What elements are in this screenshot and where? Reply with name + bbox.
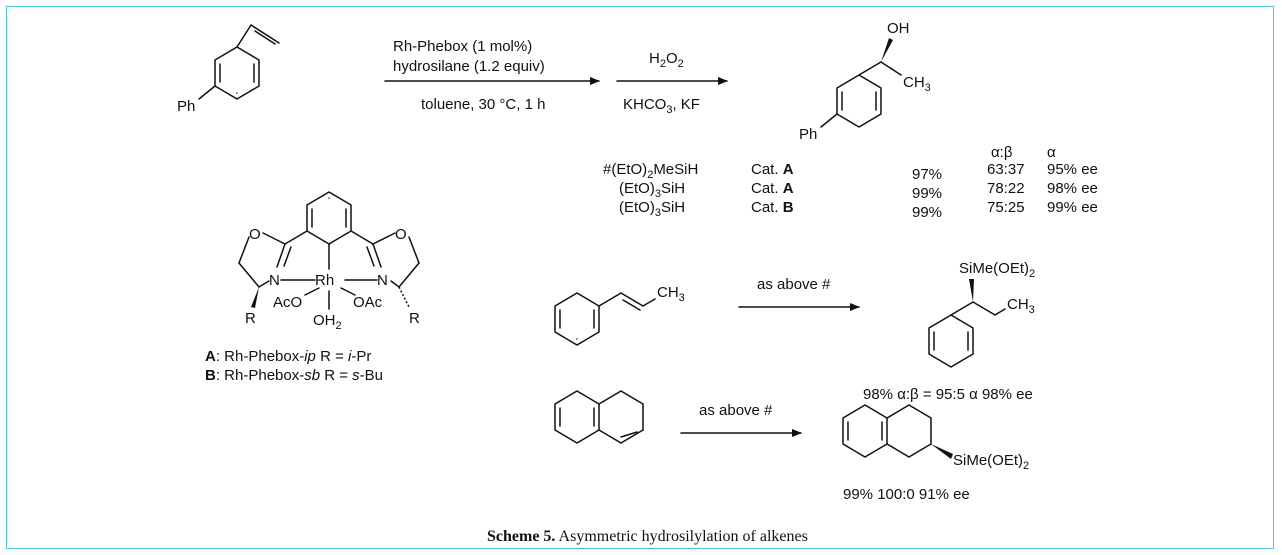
acetate-left: AcO	[273, 294, 302, 311]
oxygen-right: O	[395, 226, 407, 243]
row1-catalyst: Cat. A	[751, 161, 794, 178]
results-table: α:β α #(EtO)2MeSiH Cat. A 97% 63:37 95% …	[603, 144, 1098, 221]
dihydronaphthalene-structure	[554, 390, 644, 444]
row2-ratio: 78:22	[987, 180, 1025, 197]
r-right: R	[409, 310, 420, 327]
reaction-scheme: Ph Rh-Phebox (1 mol%) hydrosilane (1.2 e…	[177, 20, 1098, 545]
rhodium-atom: Rh	[315, 272, 334, 289]
product2-ch3: CH3	[1007, 296, 1035, 316]
row1-ee: 95% ee	[1047, 161, 1098, 178]
row3-ratio: 75:25	[987, 199, 1025, 216]
scheme-frame: Ph Rh-Phebox (1 mol%) hydrosilane (1.2 e…	[6, 6, 1274, 549]
vinylbiphenyl-structure: Ph	[177, 24, 280, 115]
methylstyrene-structure: CH3	[554, 284, 685, 346]
table-header-alpha: α	[1047, 144, 1056, 161]
base-label: KHCO3, KF	[623, 96, 700, 116]
scheme-caption: Scheme 5. Asymmetric hydrosilylation of …	[487, 528, 808, 545]
catalyst-label-b: B: Rh-Phebox-sb R = s-Bu	[205, 367, 383, 384]
styrene-ch3: CH3	[657, 284, 685, 304]
oxidant-label: H2O2	[649, 50, 684, 70]
silylated-tetralin-structure: SiMe(OEt)2	[842, 404, 1029, 472]
oxygen-left: O	[249, 226, 261, 243]
nitrogen-right: N	[377, 272, 388, 289]
rh-phebox-catalyst-structure: O N R O N R Rh AcO OAc OH2	[238, 191, 420, 332]
row3-silane: (EtO)3SiH	[619, 199, 685, 219]
row3-yield: 99%	[912, 204, 942, 221]
row2-ee: 98% ee	[1047, 180, 1098, 197]
alcohol-product-structure: OH CH3 Ph	[799, 20, 931, 143]
row1-silane: #(EtO)2MeSiH	[603, 161, 698, 181]
r-left: R	[245, 310, 256, 327]
catalyst-label-a: A: Rh-Phebox-ip R = i-Pr	[205, 348, 371, 365]
row1-yield: 97%	[912, 166, 942, 183]
row2-yield: 99%	[912, 185, 942, 202]
acetate-right: OAc	[353, 294, 383, 311]
solvent-conditions: toluene, 30 °C, 1 h	[421, 96, 545, 113]
pr-ph-label: Ph	[799, 126, 817, 143]
arrow4-label: as above #	[699, 402, 773, 419]
reaction3-result: 99% 100:0 91% ee	[843, 486, 970, 503]
silyl-group-3: SiMe(OEt)2	[953, 452, 1029, 472]
oh-label: OH	[887, 20, 910, 37]
silylated-propylbenzene-structure: SiMe(OEt)2 CH3	[928, 260, 1035, 368]
nitrogen-left: N	[269, 272, 280, 289]
arrow3-label: as above #	[757, 276, 831, 293]
sm-ph-label: Ph	[177, 98, 195, 115]
row3-catalyst: Cat. B	[751, 199, 794, 216]
row3-ee: 99% ee	[1047, 199, 1098, 216]
ch3-label: CH3	[903, 74, 931, 94]
hydrosilane-amount: hydrosilane (1.2 equiv)	[393, 58, 545, 75]
reaction2-result: 98% α:β = 95:5 α 98% ee	[863, 386, 1033, 403]
water-ligand: OH2	[313, 312, 342, 332]
table-header-ratio: α:β	[991, 144, 1013, 161]
catalyst-loading: Rh-Phebox (1 mol%)	[393, 38, 532, 55]
silyl-group-2: SiMe(OEt)2	[959, 260, 1035, 280]
row2-catalyst: Cat. A	[751, 180, 794, 197]
row1-ratio: 63:37	[987, 161, 1025, 178]
row2-silane: (EtO)3SiH	[619, 180, 685, 200]
